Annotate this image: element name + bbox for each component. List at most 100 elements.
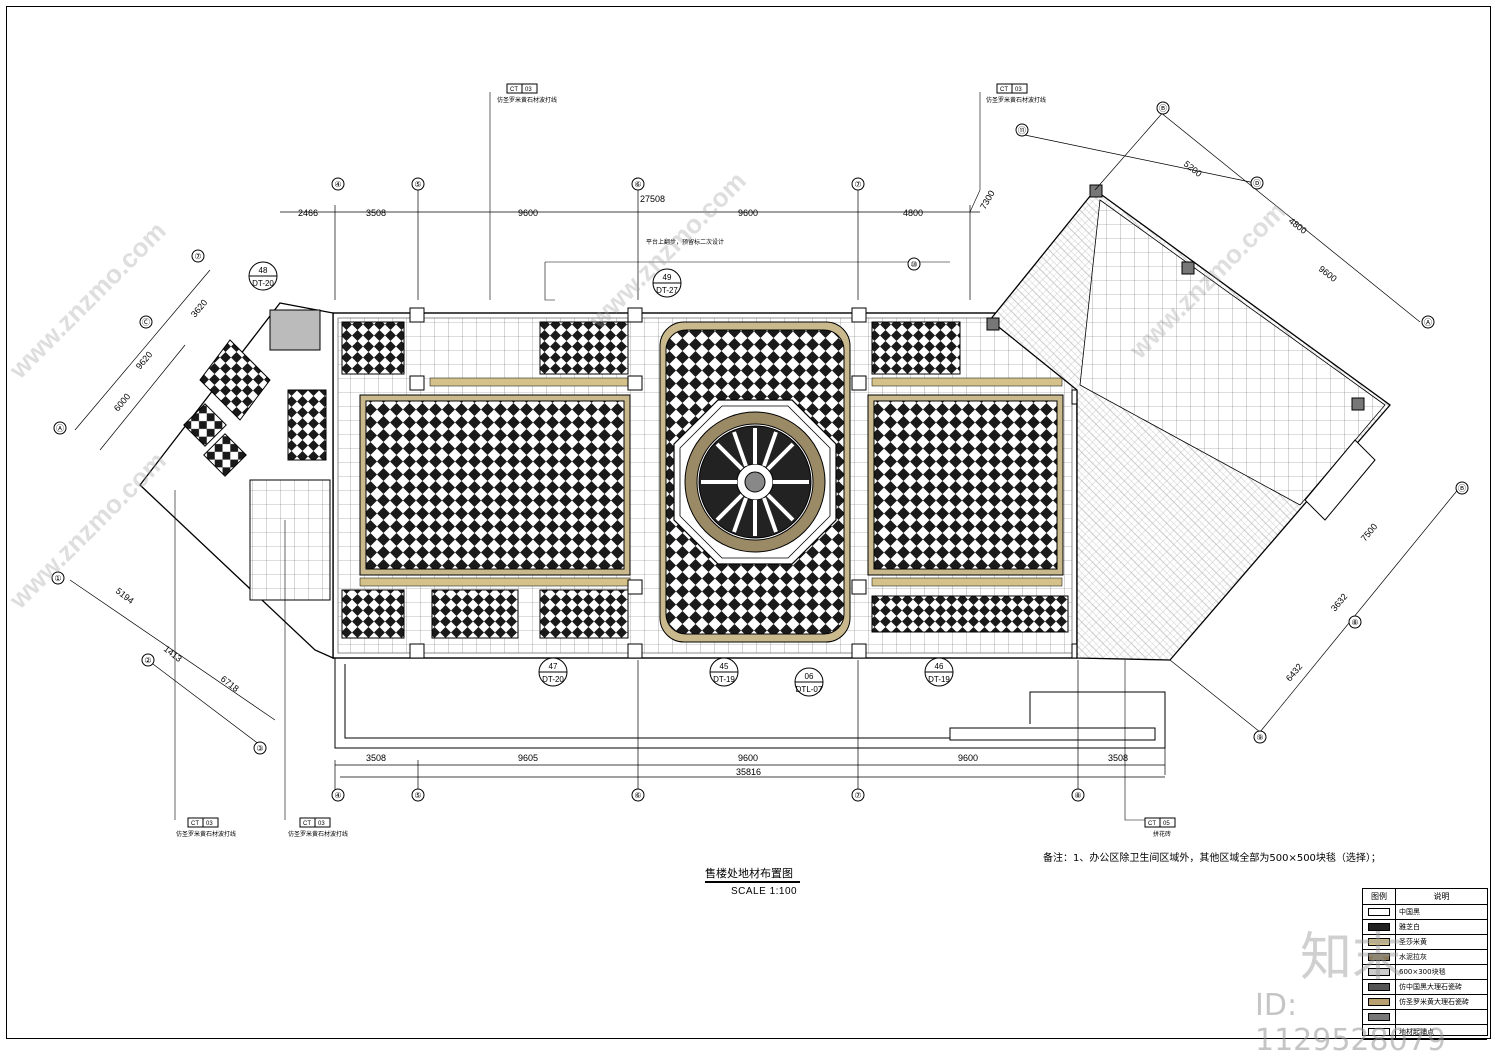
svg-text:45: 45 [720,662,729,671]
main-hall [332,307,1087,659]
svg-text:CT: CT [191,821,199,827]
svg-text:⑥: ⑥ [634,180,641,189]
svg-text:CT: CT [1000,87,1008,93]
legend-label: 雅芝白 [1399,923,1420,931]
svg-text:仿圣罗米黄石材波打线: 仿圣罗米黄石材波打线 [986,96,1046,104]
legend-swatch [1363,980,1396,994]
watermark-id: ID: 1129528079 [1255,988,1446,1058]
svg-text:仿圣罗米黄石材波打线: 仿圣罗米黄石材波打线 [176,830,236,838]
svg-text:⑧: ⑧ [1351,618,1358,627]
svg-text:6000: 6000 [112,392,133,414]
svg-text:9600: 9600 [1317,264,1339,284]
legend-swatch [1363,1025,1396,1039]
svg-text:CT: CT [303,821,311,827]
svg-text:⑨: ⑨ [1256,733,1263,742]
svg-text:2466: 2466 [298,208,318,218]
svg-text:⑦: ⑦ [854,791,861,800]
svg-text:9605: 9605 [518,753,538,763]
svg-text:www.znzmo.com: www.znzmo.com [2,446,171,615]
svg-text:DTL-07: DTL-07 [796,685,823,694]
svg-text:5200: 5200 [1182,159,1204,179]
svg-text:49: 49 [663,273,672,282]
svg-text:⑪: ⑪ [1018,126,1026,135]
svg-text:平台上翻步，预留标二次设计: 平台上翻步，预留标二次设计 [646,238,724,246]
drawing-scale: SCALE 1:100 [731,886,798,897]
svg-text:②: ② [144,656,151,665]
svg-text:仿圣罗米黄石材波打线: 仿圣罗米黄石材波打线 [497,96,557,104]
svg-text:3508: 3508 [366,208,386,218]
watermark-logo: 知末 [1300,928,1405,988]
svg-text:拼花砖: 拼花砖 [1153,830,1171,838]
svg-text:1413: 1413 [162,644,184,664]
legend-label: 圣莎米黄 [1399,938,1427,946]
legend-label: 600×300块毯 [1399,968,1446,976]
left-wing [139,302,334,660]
svg-text:仿圣罗米黄石材波打线: 仿圣罗米黄石材波打线 [288,830,348,838]
svg-text:CT: CT [1148,821,1156,827]
svg-text:Ⓐ: Ⓐ [1424,318,1432,327]
axis-bubbles: ④ ⑤ ⑥ ⑦ ⑩ ⑪ ④ ⑤ ⑥ ⑦ ⑧ ⑦ Ⓒ Ⓐ ① ② ③ Ⓑ Ⓓ Ⓐ … [51,101,1469,802]
svg-text:Ⓑ: Ⓑ [1159,104,1167,113]
legend-row: 600×300块毯 [1363,965,1487,980]
svg-text:03: 03 [206,821,213,827]
drawing-frame [6,6,1491,1039]
svg-text:9600: 9600 [738,753,758,763]
legend-swatch [1363,905,1396,919]
svg-text:7300: 7300 [978,189,997,211]
svg-text:⑥: ⑥ [634,791,641,800]
legend-label: 中国黑 [1399,908,1420,916]
svg-text:6432: 6432 [1284,662,1305,684]
leader-lines [174,92,1148,821]
svg-text:4800: 4800 [1287,216,1309,236]
svg-text:03: 03 [1015,87,1022,93]
legend-row: 仿圣罗米黄大理石瓷砖 [1363,995,1487,1010]
legend-swatch [1363,920,1396,934]
right-wing [986,184,1391,661]
legend-row: 中国黑 [1363,905,1487,920]
svg-text:Ⓓ: Ⓓ [1253,179,1261,188]
material-tags: CT 03 仿圣罗米黄石材波打线 CT 03 仿圣罗米黄石材波打线 CT 03 仿圣罗… [176,83,1176,838]
svg-text:CT: CT [510,87,518,93]
legend-label: 仿中国黑大理石瓷砖 [1399,983,1462,991]
svg-text:35816: 35816 [736,767,761,777]
legend-row: 圣莎米黄 [1363,935,1487,950]
svg-text:DT-20: DT-20 [542,675,564,684]
legend-row: 仿中国黑大理石瓷砖 [1363,980,1487,995]
terrace-outline [334,658,1166,749]
legend-label: 水泥拉灰 [1399,953,1427,961]
svg-text:05: 05 [1163,821,1170,827]
svg-text:9620: 9620 [134,350,155,372]
svg-text:48: 48 [259,266,268,275]
legend-swatch [1363,965,1396,979]
svg-text:DT-20: DT-20 [252,279,274,288]
legend-row: 雅芝白 [1363,920,1487,935]
legend-head-desc: 说明 [1433,892,1450,901]
legend-label: 仿圣罗米黄大理石瓷砖 [1399,998,1469,1006]
svg-text:9600: 9600 [958,753,978,763]
svg-text:9600: 9600 [518,208,538,218]
svg-text:①: ① [54,574,61,583]
svg-text:27508: 27508 [640,194,665,204]
svg-text:6718: 6718 [219,674,241,694]
svg-text:④: ④ [334,180,341,189]
svg-text:03: 03 [318,821,325,827]
svg-text:5194: 5194 [114,586,136,606]
drawing-title: 售楼处地材布置图 [705,868,793,880]
svg-text:DT-19: DT-19 [928,675,950,684]
svg-text:47: 47 [549,662,558,671]
svg-text:⑩: ⑩ [910,260,917,269]
legend-row: 地材起铺点 [1363,1025,1487,1040]
svg-text:Ⓑ: Ⓑ [1458,484,1466,493]
svg-text:⑦: ⑦ [194,252,201,261]
legend-swatch [1363,935,1396,949]
svg-text:06: 06 [805,672,814,681]
svg-text:03: 03 [525,87,532,93]
svg-text:⑤: ⑤ [414,180,421,189]
svg-text:DT-19: DT-19 [713,675,735,684]
svg-text:④: ④ [334,791,341,800]
svg-text:9600: 9600 [738,208,758,218]
svg-text:⑦: ⑦ [854,180,861,189]
legend-swatch [1363,1010,1396,1024]
